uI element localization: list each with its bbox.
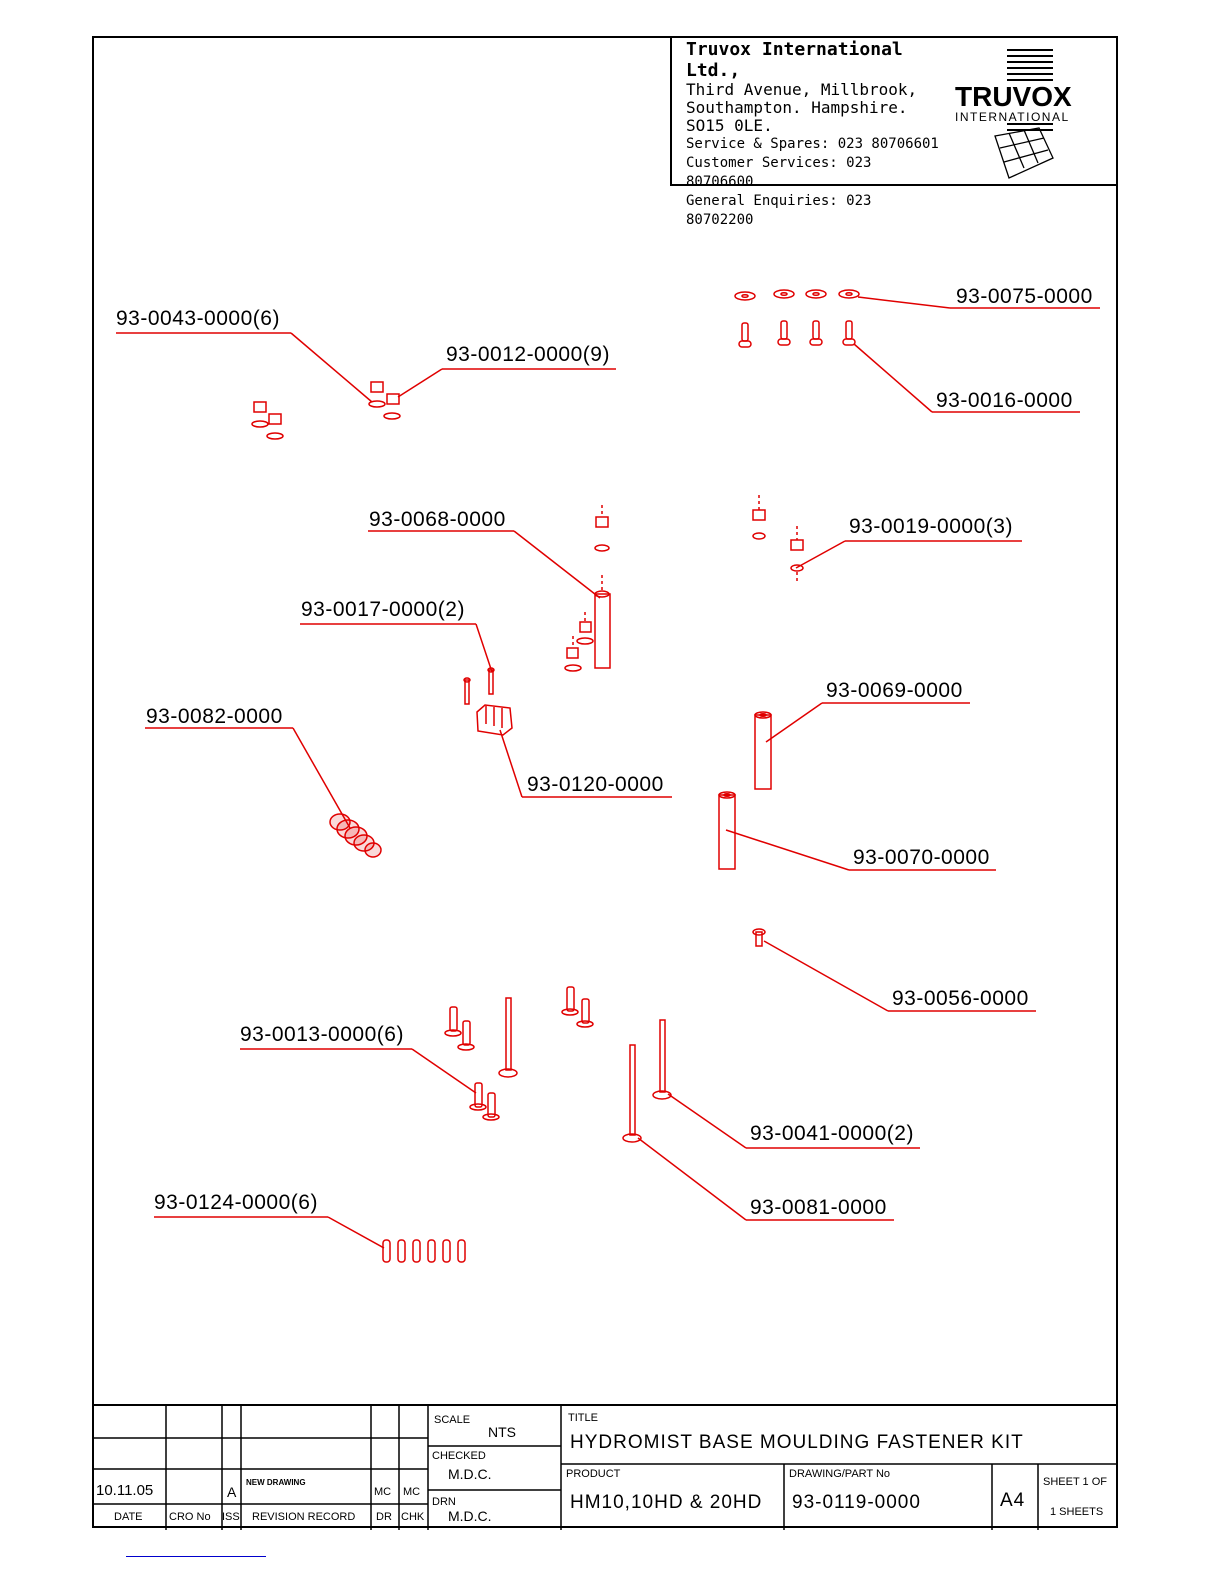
callout-label: 93-0019-0000(3) <box>849 515 1013 538</box>
revision-chk: MC <box>403 1486 421 1498</box>
callout-label: 93-0069-0000 <box>826 679 963 702</box>
cable-gland <box>329 813 382 858</box>
logo-brand: TRUVOX <box>955 81 1072 112</box>
leader-93-0012 <box>397 368 616 398</box>
leader-93-0120 <box>499 729 672 798</box>
header-chk: CHK <box>401 1511 425 1523</box>
leader-93-0070 <box>725 829 996 871</box>
leader-93-0075 <box>857 296 1100 309</box>
title-label: TITLE <box>568 1412 598 1424</box>
product-label: PRODUCT <box>566 1468 621 1480</box>
leader-93-0041 <box>667 1093 920 1149</box>
header-dr: DR <box>376 1511 392 1523</box>
sheet-of: SHEET 1 OF <box>1043 1476 1107 1488</box>
drawing-border <box>92 36 1118 1528</box>
contact-line: Customer Services: 023 80706600 <box>686 155 872 190</box>
callout-label: 93-0120-0000 <box>527 773 664 796</box>
callout-label: 93-0068-0000 <box>369 508 506 531</box>
sheets-count: 1 SHEETS <box>1050 1506 1104 1518</box>
leader-93-0082 <box>145 727 351 829</box>
header-record: REVISION RECORD <box>252 1511 356 1523</box>
scale-label: SCALE <box>434 1414 471 1426</box>
spacer-assembly <box>564 505 611 672</box>
leader-93-0068 <box>368 530 601 599</box>
paper-size: A4 <box>1000 1490 1026 1511</box>
screw-row <box>738 320 856 348</box>
callout-label: 93-0075-0000 <box>956 285 1093 308</box>
callout-label: 93-0082-0000 <box>146 705 283 728</box>
address-line: SO15 0LE. <box>686 116 773 135</box>
callout-label: 93-0043-0000(6) <box>116 307 280 330</box>
product-value: HM10,10HD & 20HD <box>570 1492 763 1513</box>
checked-value: M.D.C. <box>448 1466 492 1482</box>
company-info: Truvox International Ltd., Third Avenue,… <box>670 36 943 228</box>
callout-label: 93-0056-0000 <box>892 987 1029 1010</box>
address-line: Southampton. Hampshire. <box>686 98 908 117</box>
drawing-title: HYDROMIST BASE MOULDING FASTENER KIT <box>570 1432 1024 1453</box>
logo-graphic: TRUVOX INTERNATIONAL <box>955 49 1072 179</box>
part-label: DRAWING/PART No <box>789 1468 891 1480</box>
contact-line: Service & Spares: 023 80706601 <box>686 136 939 152</box>
callout-label: 93-0012-0000(9) <box>446 343 610 366</box>
address-line: Third Avenue, Millbrook, <box>686 80 918 99</box>
drn-value: M.D.C. <box>448 1508 492 1524</box>
nut-cluster <box>251 381 401 440</box>
callout-label: 93-0013-0000(6) <box>240 1023 404 1046</box>
leader-93-0019 <box>795 540 1022 569</box>
leader-93-0013 <box>240 1048 477 1094</box>
header-iss: ISS <box>222 1511 240 1523</box>
spacer-70 <box>718 791 736 870</box>
scale-value: NTS <box>488 1424 516 1440</box>
footer-rule <box>126 1556 266 1557</box>
screw-56 <box>752 928 766 947</box>
header-date: DATE <box>114 1511 143 1523</box>
revision-dr: MC <box>374 1486 392 1498</box>
nut-pair <box>752 495 804 582</box>
company-name: Truvox International Ltd., <box>686 39 903 81</box>
callout-label: 93-0081-0000 <box>750 1196 887 1219</box>
part-number: 93-0119-0000 <box>792 1492 921 1513</box>
title-block: 10.11.05 A NEW DRAWING MC MC DATE CRO No… <box>92 1404 1118 1530</box>
leader-93-0043 <box>116 332 373 403</box>
revision-date: 10.11.05 <box>96 1482 154 1499</box>
leader-93-0124 <box>154 1216 385 1249</box>
callout-label: 93-0016-0000 <box>936 389 1073 412</box>
leader-93-0081 <box>637 1137 894 1221</box>
leader-93-0016 <box>853 343 1080 413</box>
callout-label: 93-0070-0000 <box>853 846 990 869</box>
truvox-logo: TRUVOX INTERNATIONAL <box>943 36 1118 186</box>
logo-sub: INTERNATIONAL <box>955 110 1070 124</box>
drn-label: DRN <box>432 1496 456 1508</box>
spacer-69 <box>754 711 772 790</box>
title-block-grid <box>92 1406 1118 1530</box>
washer-row <box>734 289 860 301</box>
callout-label: 93-0124-0000(6) <box>154 1191 318 1214</box>
callout-label: 93-0041-0000(2) <box>750 1122 914 1145</box>
revision-record: NEW DRAWING <box>246 1478 306 1487</box>
screw-row-124 <box>382 1239 466 1263</box>
leader-93-0069 <box>765 702 970 743</box>
bolt-group <box>444 986 672 1143</box>
header-cro: CRO No <box>169 1511 211 1523</box>
revision-iss: A <box>227 1484 237 1500</box>
terminal-block <box>463 667 513 736</box>
leader-93-0056 <box>763 940 1036 1012</box>
leader-93-0017 <box>300 623 493 673</box>
checked-label: CHECKED <box>432 1450 486 1462</box>
callout-label: 93-0017-0000(2) <box>301 598 465 621</box>
contact-line: General Enquiries: 023 80702200 <box>686 193 872 228</box>
